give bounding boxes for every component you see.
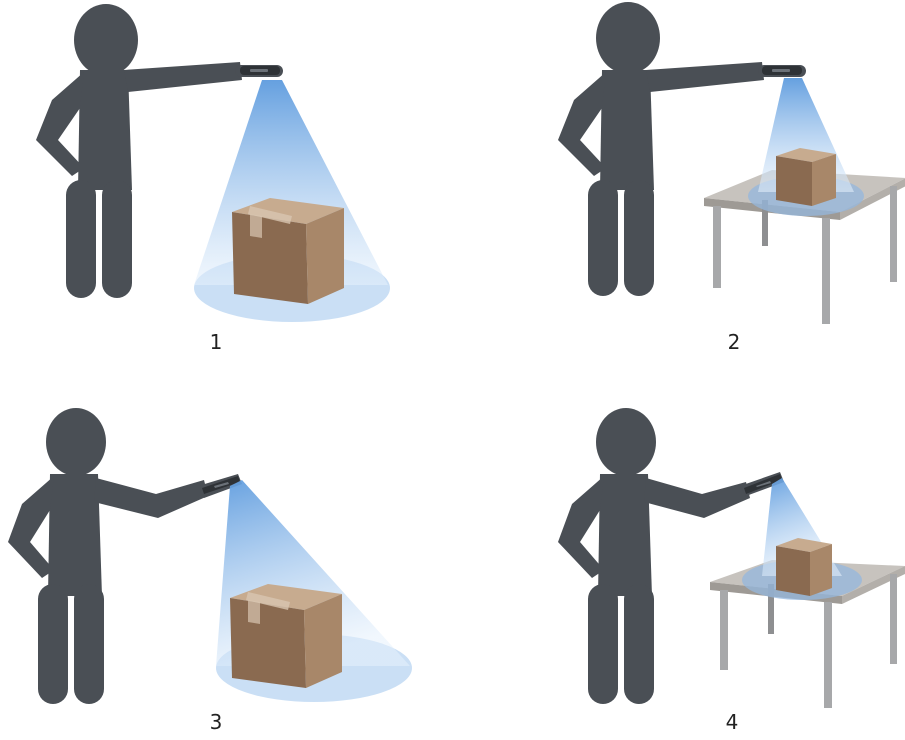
panel-label-3: 3 [196, 710, 236, 734]
cardboard-box-2 [776, 148, 836, 206]
panel-label-4: 4 [712, 710, 752, 734]
cardboard-box-1 [232, 198, 344, 304]
scene-3 [0, 370, 450, 740]
person-figure-3 [8, 408, 242, 704]
scene-4 [450, 370, 905, 740]
scanner-device-icon-1 [240, 66, 280, 75]
panel-2: 2 [450, 0, 905, 370]
panel-label-1: 1 [196, 330, 236, 354]
panel-4: 4 [450, 370, 905, 740]
panel-label-2: 2 [714, 330, 754, 354]
scene-2 [450, 0, 905, 370]
scene-1 [0, 0, 450, 370]
panel-1: 1 [0, 0, 450, 370]
cardboard-box-4 [776, 538, 832, 596]
scanner-device-icon-2 [762, 66, 802, 75]
panel-3: 3 [0, 370, 450, 740]
person-figure-4 [558, 408, 784, 704]
cardboard-box-3 [230, 584, 342, 688]
